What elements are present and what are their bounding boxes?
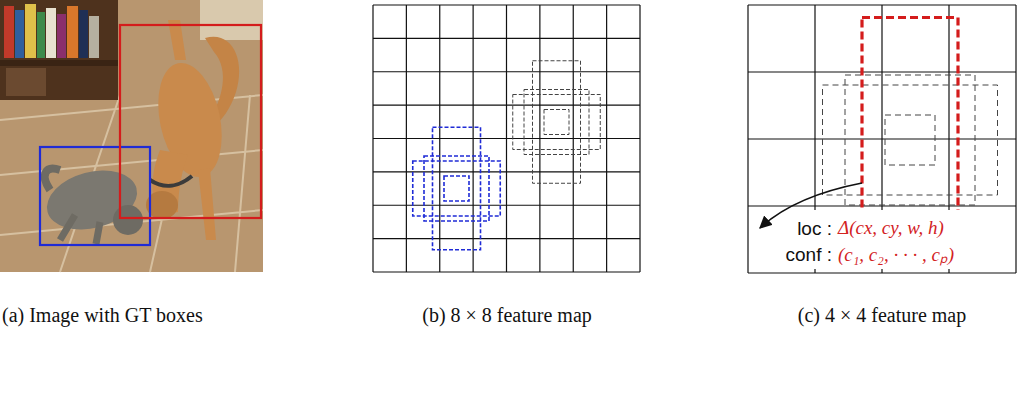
grid-line xyxy=(373,38,640,39)
output-formula: (c₁, c₂, · · · , cₚ) xyxy=(838,243,954,267)
grid-line xyxy=(748,138,1016,139)
default-box xyxy=(433,127,481,250)
default-box xyxy=(845,75,975,205)
grid-line xyxy=(748,4,1016,5)
panel-caption: (c) 4 × 4 feature map xyxy=(752,298,1012,332)
default-box xyxy=(413,161,501,216)
grid-line xyxy=(748,71,1016,72)
grid-line xyxy=(373,238,640,239)
default-box xyxy=(424,156,489,221)
output-name: loc : xyxy=(764,217,832,241)
grid-line xyxy=(373,138,640,139)
feature-map-grid xyxy=(748,5,1016,273)
feature-map-grid xyxy=(373,5,640,272)
default-box xyxy=(544,110,569,135)
default-box xyxy=(885,115,935,165)
output-formula: Δ(cx, cy, w, h) xyxy=(838,216,944,240)
default-box xyxy=(444,176,469,201)
default-box xyxy=(524,90,589,155)
default-box xyxy=(513,95,601,150)
panel-caption: (a) Image with GT boxes xyxy=(2,298,264,332)
text-backdrop xyxy=(750,210,1014,269)
photo-illustration xyxy=(0,0,263,272)
default-box xyxy=(823,85,998,195)
grid-line xyxy=(748,205,1016,206)
panel-caption: (b) 8 × 8 feature map xyxy=(377,298,637,332)
grid-line xyxy=(373,271,640,272)
grid-line xyxy=(373,71,640,72)
grid-line xyxy=(748,272,1016,273)
default-box xyxy=(533,61,581,184)
grid-line xyxy=(373,4,640,5)
default-boxes xyxy=(413,61,601,250)
output-name: conf : xyxy=(752,243,832,267)
